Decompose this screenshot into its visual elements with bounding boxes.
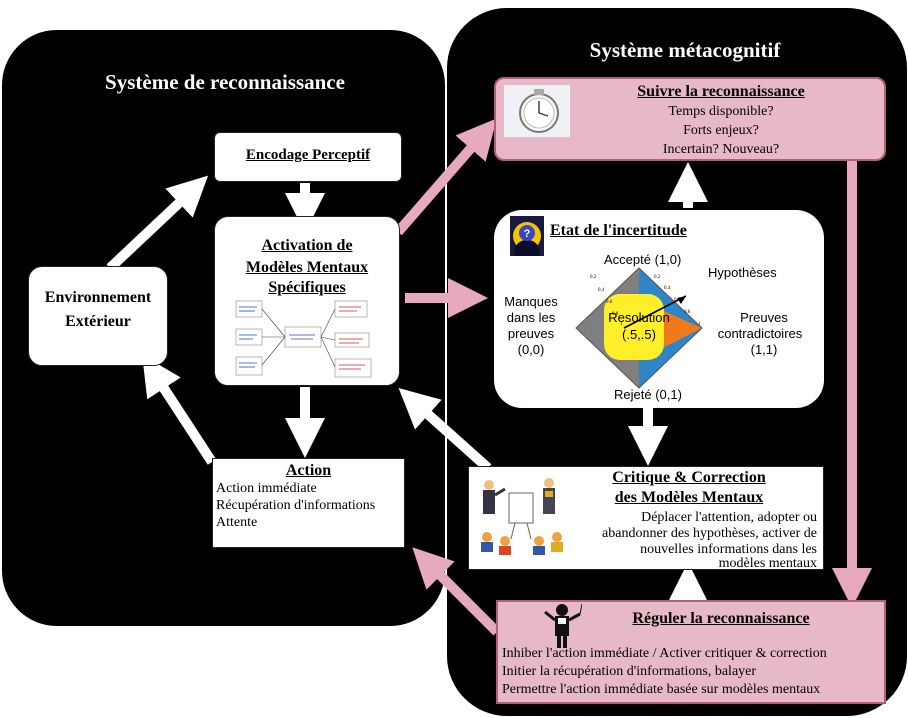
critique-body-2: abandonner des hypothèses, activer de: [602, 526, 817, 541]
recognition-system-title: Système de reconnaissance: [105, 70, 345, 94]
diamond-tick-7: 0.4: [664, 286, 671, 291]
arrow-env-to-encodage: [106, 175, 209, 272]
accepte-label: Accepté (1,0): [604, 252, 682, 267]
activation-title-line1: Activation de: [261, 237, 353, 254]
reguler-reconnaissance-box: Réguler la reconnaissance Inhiber l'acti…: [496, 600, 886, 704]
diamond-tick-1: 0.2: [590, 275, 597, 280]
diamond-tick-8: 0.6: [674, 298, 681, 303]
reguler-item-1: Inhiber l'action immédiate / Activer cri…: [502, 646, 827, 661]
suivre-reconnaissance-box: Suivre la reconnaissance Temps disponibl…: [494, 77, 886, 161]
reguler-item-3: Permettre l'action immédiate basée sur m…: [502, 682, 821, 697]
conductor-icon: [544, 603, 582, 648]
diamond-tick-6: 0.2: [654, 275, 661, 280]
suivre-item-2: Forts enjeux?: [683, 123, 759, 138]
diamond-tick-4: 0.8: [612, 312, 619, 317]
encodage-perceptif-title: Encodage Perceptif: [245, 147, 371, 163]
action-item-2: Récupération d'informations: [216, 498, 376, 513]
preuves-label-1: Preuves: [740, 310, 788, 325]
manques-label-3: preuves: [507, 326, 555, 341]
resolution-label-1: Resolution: [608, 310, 670, 325]
manques-label-1: Manques: [504, 294, 558, 309]
activation-title-line3: Spécifiques: [268, 279, 346, 296]
manques-label-2: dans les: [506, 310, 556, 325]
mind-map-thumbnail: [235, 300, 372, 378]
critique-title-line1: Critique & Correction: [612, 469, 766, 486]
svg-text:?: ?: [524, 228, 531, 240]
diamond-tick-10: 1: [698, 322, 701, 327]
reguler-item-2: Initier la récupération d'informations, …: [502, 664, 757, 679]
critique-title-line2: des Modèles Mentaux: [614, 489, 764, 506]
stopwatch-icon: [504, 85, 570, 137]
action-item-3: Attente: [216, 515, 258, 530]
encodage-perceptif-box: Encodage Perceptif: [214, 132, 402, 182]
reguler-title: Réguler la reconnaissance: [632, 610, 810, 627]
diamond-tick-3: 0.6: [606, 300, 613, 305]
action-box: Action Action immédiate Récupération d'i…: [212, 458, 405, 548]
diamond-tick-9: 0.8: [684, 310, 691, 315]
critique-body-3: nouvelles informations dans les: [640, 542, 817, 557]
manques-label-4: (0,0): [517, 342, 545, 357]
critique-correction-box: Critique & Correction des Modèles Mentau…: [468, 466, 824, 571]
uncertainty-diamond: [575, 267, 703, 389]
question-head-icon: ?: [510, 216, 544, 256]
resolution-label-2: (.5,.5): [622, 327, 656, 342]
activation-title-line2: Modèles Mentaux: [245, 259, 369, 276]
etat-incertitude-box: ? Etat de l'incertitude 0.2 0.4 0.6 0.8 …: [494, 210, 824, 408]
hypotheses-label: Hypothèses: [708, 265, 777, 280]
activation-modeles-box: Activation de Modèles Mentaux Spécifique…: [214, 216, 400, 386]
action-item-1: Action immédiate: [216, 481, 317, 496]
environnement-exterieur-box: Environnement Extérieur: [28, 266, 168, 366]
metacognitive-system-title: Système métacognitif: [589, 38, 781, 62]
presenters-icon: [481, 478, 563, 555]
rejete-label: Rejeté (0,1): [614, 387, 682, 402]
preuves-label-3: (1,1): [750, 342, 778, 357]
suivre-title: Suivre la reconnaissance: [637, 83, 805, 100]
arrow-critique-to-activation: [398, 387, 492, 472]
diamond-tick-2: 0.4: [598, 288, 605, 293]
arrow-activation-to-suivre: [394, 118, 497, 236]
preuves-label-2: contradictoires: [717, 326, 803, 341]
critique-body-4: modèles mentaux: [718, 556, 817, 571]
diamond-tick-5: 1: [620, 322, 623, 327]
environnement-label-line2: Extérieur: [65, 313, 131, 330]
suivre-item-3: Incertain? Nouveau?: [662, 142, 780, 157]
critique-body-1: Déplacer l'attention, adopter ou: [641, 510, 817, 525]
suivre-item-1: Temps disponible?: [668, 104, 774, 119]
arrow-reguler-to-action: [412, 547, 501, 636]
arrow-action-to-env: [142, 354, 217, 465]
incertitude-title: Etat de l'incertitude: [550, 222, 687, 239]
environnement-label-line1: Environnement: [44, 289, 152, 306]
action-title: Action: [285, 462, 332, 479]
